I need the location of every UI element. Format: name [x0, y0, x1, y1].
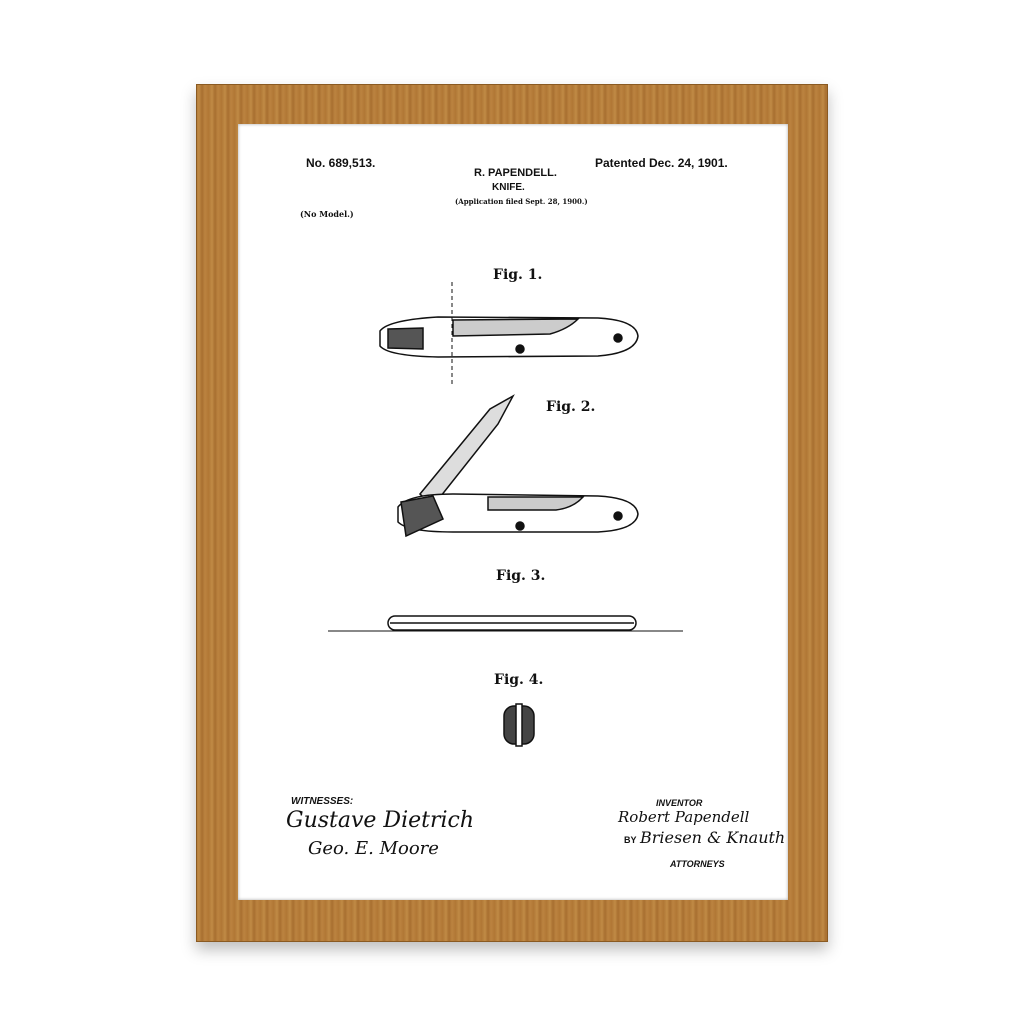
no-model-note: (No Model.): [300, 209, 354, 219]
inventor-label: INVENTOR: [656, 798, 703, 808]
inventor-name: R. PAPENDELL.: [474, 167, 557, 179]
knife-fig2: [397, 394, 639, 538]
attorneys-label: ATTORNEYS: [670, 859, 725, 869]
fig1-label: Fig. 1.: [493, 267, 542, 283]
knife-fig4: [503, 703, 535, 747]
attorneys-signature: Briesen & Knauth: [640, 828, 786, 847]
patent-print: No. 689,513. R. PAPENDELL. KNIFE. (Appli…: [238, 124, 788, 900]
patent-date: Patented Dec. 24, 1901.: [595, 156, 728, 170]
fig3-label: Fig. 3.: [496, 568, 545, 584]
witnesses-label: WITNESSES:: [291, 796, 354, 807]
patent-number: No. 689,513.: [306, 156, 376, 170]
knife-fig3: [328, 615, 683, 632]
fig4-label: Fig. 4.: [494, 672, 543, 688]
witness-signature-2: Geo. E. Moore: [308, 838, 439, 859]
knife-drawings: Fig. 1. Fig. 2. Fig. 3. Fig. 4.: [328, 267, 683, 747]
fig2-label: Fig. 2.: [546, 399, 595, 415]
by-label: BY: [624, 835, 637, 845]
patent-title: KNIFE.: [492, 182, 525, 193]
knife-fig1: [379, 282, 639, 386]
application-date: (Application filed Sept. 28, 1900.): [455, 197, 588, 206]
inventor-signature: Robert Papendell: [618, 808, 750, 826]
witness-signature-1: Gustave Dietrich: [286, 808, 475, 833]
